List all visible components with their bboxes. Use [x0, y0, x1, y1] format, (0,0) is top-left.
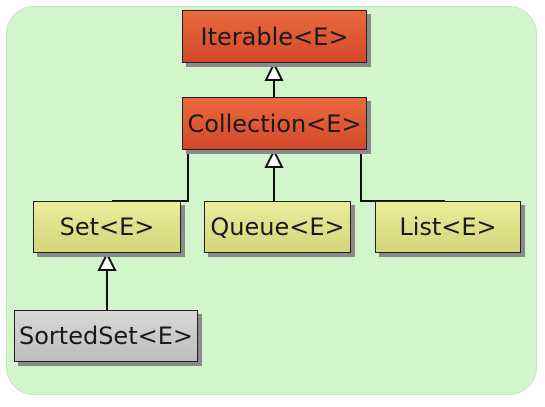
node-set-label: Set<E> — [59, 213, 155, 241]
node-collection: Collection<E> — [182, 97, 367, 150]
node-queue: Queue<E> — [204, 201, 351, 253]
node-sortedset-label: SortedSet<E> — [19, 322, 193, 350]
node-set: Set<E> — [33, 201, 181, 253]
node-collection-label: Collection<E> — [187, 109, 362, 138]
node-sortedset: SortedSet<E> — [14, 310, 198, 362]
edge-list-collection — [360, 150, 445, 202]
node-iterable: Iterable<E> — [182, 10, 367, 63]
edge-set-collection — [112, 150, 189, 202]
edge-sortedset-set-arrowhead — [97, 251, 117, 271]
edge-queue-collection-arrowhead — [264, 148, 284, 168]
edge-collection-iterable-arrowhead — [264, 61, 284, 81]
node-list-label: List<E> — [399, 213, 497, 241]
node-iterable-label: Iterable<E> — [200, 22, 349, 51]
node-queue-label: Queue<E> — [210, 213, 345, 241]
node-list: List<E> — [375, 201, 521, 253]
